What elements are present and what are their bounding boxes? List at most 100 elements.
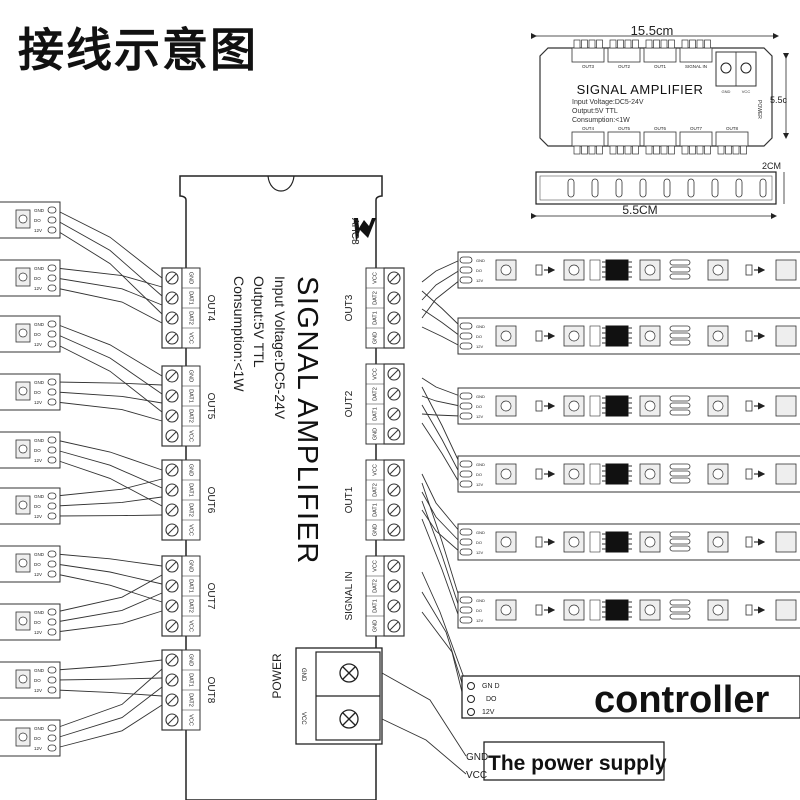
wire-power-vcc — [381, 718, 467, 775]
device-name: SIGNAL AMPLIFIER — [291, 276, 323, 565]
screw-gnd-icon — [165, 559, 179, 573]
bottom-port-label: OUT8 — [726, 126, 738, 131]
strip-pad — [459, 480, 473, 488]
port-label-out3: OUT3 — [344, 294, 355, 321]
top-power-screw-gnd — [720, 62, 732, 74]
strip-pad — [669, 266, 691, 273]
controller-pad-1 — [467, 682, 475, 690]
wire-power-gnd — [381, 672, 467, 757]
power-supply-outline — [483, 741, 665, 781]
power-supply-block: GND VCC The power supply — [466, 741, 667, 781]
resistor-icon — [535, 330, 543, 342]
strip-pin-label: DO — [476, 404, 482, 409]
strip-pad — [669, 325, 691, 332]
side-profile-drawing: 2CM 5.5CM — [531, 161, 785, 219]
strip-pad — [669, 599, 691, 606]
side-slot — [663, 178, 671, 198]
pin-label-dat2: DAT2 — [188, 599, 194, 613]
strip-pin-label: GND — [476, 258, 485, 263]
pin-label-gnd: GND — [188, 370, 194, 382]
pin-label-vcc: VCC — [372, 560, 378, 572]
resistor-icon — [535, 400, 543, 412]
wire — [55, 267, 163, 288]
pixel-pin-label: GND — [34, 610, 45, 615]
wire — [421, 395, 461, 407]
pixel-pin-label: 12V — [34, 688, 42, 693]
port-label-out5: OUT5 — [205, 393, 216, 420]
wire — [55, 277, 163, 306]
wire — [421, 279, 461, 319]
strip-pad — [669, 613, 691, 620]
ic-chip-icon — [605, 463, 629, 485]
pixel-pad — [47, 492, 57, 500]
pixel-pad — [47, 320, 57, 328]
side-slot — [567, 178, 575, 198]
screw-dat1-icon — [165, 389, 179, 403]
side-width-label: 5.5CM — [622, 203, 657, 217]
pixel-pad — [47, 216, 57, 224]
wire — [421, 259, 461, 283]
resistor-icon — [745, 604, 753, 616]
pixel-pin-label: GND — [34, 266, 45, 271]
wire — [55, 514, 163, 517]
pixel-pin-label: DO — [34, 448, 41, 453]
pixel-pad — [47, 724, 57, 732]
strip-pad — [459, 332, 473, 340]
pin-label-dat2: DAT2 — [372, 291, 378, 305]
pixel-pin-label: GND — [34, 552, 45, 557]
strip-pad — [459, 392, 473, 400]
pin-label-gnd: GND — [188, 560, 194, 572]
pixel-pin-label: DO — [34, 736, 41, 741]
pixel-pin-label: 12V — [34, 746, 42, 751]
pixel-pad — [47, 512, 57, 520]
screw-dat2-icon — [165, 693, 179, 707]
screw-vcc-icon — [387, 559, 401, 573]
strip-pin-label: 12V — [476, 550, 483, 555]
wire — [55, 573, 163, 603]
strip-pin-label: GND — [476, 324, 485, 329]
side-slot — [591, 178, 599, 198]
wire — [55, 496, 163, 507]
strip-pad — [459, 342, 473, 350]
pixel-pin-label: 12V — [34, 572, 42, 577]
pin-label-dat2: DAT2 — [188, 693, 194, 707]
page-title: 接线示意图 — [18, 23, 258, 77]
wire — [55, 659, 163, 671]
screw-vcc-icon — [387, 463, 401, 477]
pixel-pin-label: GND — [34, 438, 45, 443]
strip-pad — [459, 548, 473, 556]
pin-label-vcc: VCC — [188, 714, 194, 726]
wire — [55, 610, 163, 633]
screw-dat2-icon — [165, 599, 179, 613]
strip-pad — [459, 616, 473, 624]
controller-pin-do: DO — [486, 696, 497, 703]
screw-vcc-icon — [165, 429, 179, 443]
pixel-pin-label: DO — [34, 332, 41, 337]
strip-pad — [669, 259, 691, 266]
pixel-pin-label: 12V — [34, 342, 42, 347]
pin-label-vcc: VCC — [188, 332, 194, 344]
strip-pad — [669, 395, 691, 402]
pixel-pad — [47, 560, 57, 568]
mount-notch — [267, 175, 295, 192]
strip-pad — [669, 402, 691, 409]
wire — [55, 704, 163, 749]
strip-pad — [669, 470, 691, 477]
pixel-pad — [47, 608, 57, 616]
wire — [55, 689, 163, 697]
resistor-icon — [745, 264, 753, 276]
screw-dat1-icon — [387, 311, 401, 325]
power-supply-pin-vcc: VCC — [466, 770, 487, 781]
pixel-pin-label: GND — [34, 494, 45, 499]
screw-dat1-icon — [387, 503, 401, 517]
bottom-port-label: OUT5 — [618, 126, 630, 131]
power-term-gnd-label: GND — [300, 668, 306, 682]
wire — [55, 553, 163, 567]
wire — [421, 482, 461, 601]
